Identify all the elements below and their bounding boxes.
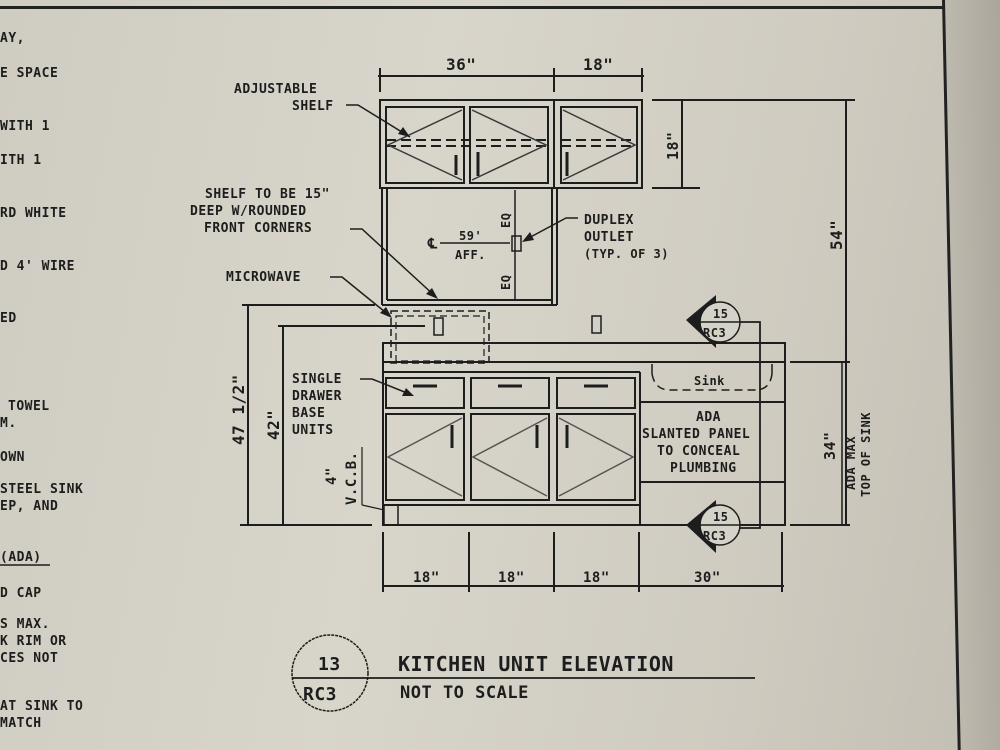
dim-4: 4" — [324, 467, 340, 485]
detail-number: 13 — [318, 654, 341, 675]
dim-base-2: 18" — [498, 570, 525, 586]
section-sheet: RC3 — [703, 529, 726, 543]
section-sheet: RC3 — [703, 326, 726, 340]
dim-18-upper: 18" — [583, 55, 613, 74]
arrow-icon — [380, 307, 392, 318]
drawing-subtitle: NOT TO SCALE — [400, 683, 529, 703]
drawing-title: KITCHEN UNIT ELEVATION — [398, 652, 674, 676]
shelf-note-callout: SHELF TO BE 15" DEEP W/ROUNDED FRONT COR… — [190, 187, 438, 299]
outlet-middle — [433, 317, 444, 336]
note-line: AT SINK TO — [0, 699, 83, 714]
callout-text: DEEP W/ROUNDED — [190, 204, 307, 219]
dim-18-height: 18" — [664, 131, 682, 160]
dim-base-4: 30" — [694, 570, 721, 586]
dim-base-1: 18" — [413, 570, 440, 586]
dim-54: 54" — [827, 220, 846, 250]
microwave-shelf-area: ℄ 59' AFF. EQ EQ — [381, 188, 558, 306]
dim-42: 42" — [264, 410, 283, 440]
dim-34: 34" — [821, 431, 839, 460]
general-notes: AY, E SPACE WITH 1 ITH 1 RD WHITE D 4' W… — [0, 31, 83, 731]
note-line: STEEL SINK — [0, 482, 83, 497]
counter-height-dimensions: 47 1/2" 42" 4" V.C.B. — [229, 304, 425, 526]
note-line: OWN — [0, 450, 25, 465]
sheet-ref: RC3 — [303, 684, 337, 705]
arrow-icon — [398, 127, 410, 137]
upper-height-dimension: 18" — [652, 99, 700, 189]
section-marker-bottom: 15 RC3 — [686, 500, 741, 553]
callout-text: DRAWER — [292, 389, 342, 404]
base-cabinets: Sink ADA SLANTED PANEL TO CONCEAL PLUMBI… — [382, 321, 786, 529]
note-line: ITH 1 — [0, 153, 42, 168]
callout-text: ADJUSTABLE — [234, 82, 317, 97]
sheet-border-top — [0, 6, 945, 9]
callout-text: (TYP. OF 3) — [584, 247, 669, 261]
centerline-icon: ℄ — [427, 236, 438, 252]
callout-text: BASE — [292, 406, 325, 421]
note-line: ED — [0, 311, 17, 326]
arrow-icon — [426, 288, 438, 299]
callout-text: SHELF — [292, 99, 334, 114]
base-units-callout: SINGLE DRAWER BASE UNITS — [292, 372, 414, 438]
outlet-upper — [511, 235, 522, 252]
arrow-icon — [402, 388, 414, 396]
base-width-dimensions: 18" 18" 18" 30" — [382, 532, 784, 592]
eq-label: EQ — [499, 213, 513, 228]
eq-label: EQ — [499, 275, 513, 290]
note-line: CES NOT — [0, 651, 58, 666]
duplex-outlet-callout: DUPLEX OUTLET (TYP. OF 3) — [522, 213, 669, 261]
note-line: MATCH — [0, 716, 42, 731]
callout-text: ADA — [696, 410, 721, 425]
note-line: TOWEL — [8, 399, 50, 414]
adjustable-shelf-callout: ADJUSTABLE SHELF — [234, 82, 411, 138]
upper-cabinets — [379, 99, 643, 189]
note-line: E SPACE — [0, 66, 58, 81]
upper-width-dimension: 36" 18" — [378, 55, 644, 92]
callout-text: SINGLE — [292, 372, 342, 387]
note-line: D 4' WIRE — [0, 259, 75, 274]
callout-text: SHELF TO BE 15" — [205, 187, 330, 202]
sink-outline — [651, 373, 773, 391]
section-marker-top: 15 RC3 — [686, 295, 741, 348]
note-line: M. — [0, 416, 17, 431]
aff-label: AFF. — [455, 248, 486, 262]
dim-36: 36" — [446, 55, 476, 74]
callout-text: FRONT CORNERS — [204, 221, 312, 236]
note-line: RD WHITE — [0, 206, 67, 221]
callout-text: OUTLET — [584, 230, 634, 245]
callout-text: MICROWAVE — [226, 270, 301, 285]
dim-47-half: 47 1/2" — [229, 374, 248, 445]
note-line: D CAP — [0, 586, 42, 601]
overall-height-dimension: 54" — [700, 99, 855, 525]
section-number: 15 — [713, 510, 728, 524]
note-line: AY, — [0, 31, 25, 46]
drawing-title-block: 13 RC3 KITCHEN UNIT ELEVATION NOT TO SCA… — [291, 634, 755, 712]
sink-note: TOP OF SINK — [859, 412, 873, 497]
note-line: (ADA) — [0, 550, 42, 565]
callout-text: SLANTED PANEL — [642, 427, 750, 442]
callout-text: TO CONCEAL — [657, 444, 740, 459]
sink-height-dimension: 34" ADA MAX TOP OF SINK — [790, 361, 873, 526]
callout-text: DUPLEX — [584, 213, 634, 228]
note-line: S MAX. — [0, 617, 50, 632]
outlet-right — [591, 315, 602, 334]
note-line: K RIM OR — [0, 634, 67, 649]
note-line: EP, AND — [0, 499, 58, 514]
microwave-outline — [390, 310, 490, 364]
dim-59: 59' — [459, 229, 482, 243]
dim-base-3: 18" — [583, 570, 610, 586]
counter-outline — [382, 342, 786, 526]
note-line: WITH 1 — [0, 119, 50, 134]
sink-label: Sink — [694, 374, 725, 388]
sink-note: ADA MAX — [844, 436, 858, 490]
callout-text: UNITS — [292, 423, 334, 438]
vcb-label: V.C.B. — [344, 451, 360, 505]
arrow-icon — [522, 232, 534, 242]
callout-text: PLUMBING — [670, 461, 737, 476]
section-number: 15 — [713, 307, 728, 321]
vcb-base — [383, 504, 399, 526]
